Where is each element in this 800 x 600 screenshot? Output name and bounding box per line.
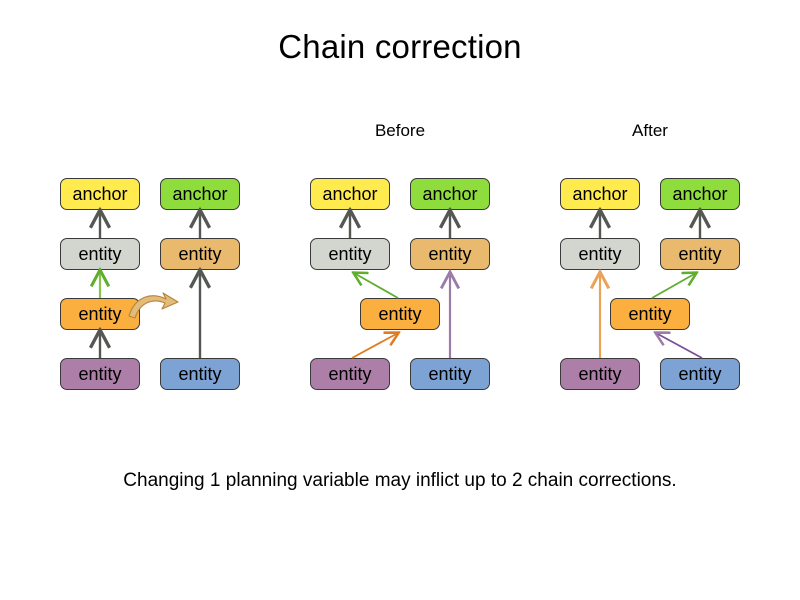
node-p2-entity-orange[interactable]: entity <box>360 298 440 330</box>
node-p3-anchor-right[interactable]: anchor <box>660 178 740 210</box>
node-p2-entity-blue[interactable]: entity <box>410 358 490 390</box>
node-p2-entity-gray[interactable]: entity <box>310 238 390 270</box>
node-p3-entity-orange[interactable]: entity <box>610 298 690 330</box>
slide-caption: Changing 1 planning variable may inflict… <box>123 470 677 491</box>
node-p1-anchor-right[interactable]: anchor <box>160 178 240 210</box>
phase-label-after: After <box>632 121 668 140</box>
node-p1-entity-blue[interactable]: entity <box>160 358 240 390</box>
edge-p3-blue-to-orange <box>656 333 703 359</box>
node-p3-entity-purple[interactable]: entity <box>560 358 640 390</box>
edge-p3-orange-to-tan <box>651 273 696 299</box>
node-p3-anchor-left[interactable]: anchor <box>560 178 640 210</box>
node-p1-entity-tan[interactable]: entity <box>160 238 240 270</box>
page-title: Chain correction <box>278 28 522 65</box>
phase-label-before: Before <box>374 121 426 140</box>
edge-p2-purple-to-orange <box>351 333 398 359</box>
node-p1-entity-purple[interactable]: entity <box>60 358 140 390</box>
node-p1-entity-orange[interactable]: entity <box>60 298 140 330</box>
node-p1-entity-gray[interactable]: entity <box>60 238 140 270</box>
node-p2-entity-purple[interactable]: entity <box>310 358 390 390</box>
node-p3-entity-blue[interactable]: entity <box>660 358 740 390</box>
node-p2-entity-tan[interactable]: entity <box>410 238 490 270</box>
edge-p2-orange-to-gray <box>354 273 399 299</box>
node-p2-anchor-right[interactable]: anchor <box>410 178 490 210</box>
node-p3-entity-tan[interactable]: entity <box>660 238 740 270</box>
node-p2-anchor-left[interactable]: anchor <box>310 178 390 210</box>
node-p3-entity-gray[interactable]: entity <box>560 238 640 270</box>
node-p1-anchor-left[interactable]: anchor <box>60 178 140 210</box>
